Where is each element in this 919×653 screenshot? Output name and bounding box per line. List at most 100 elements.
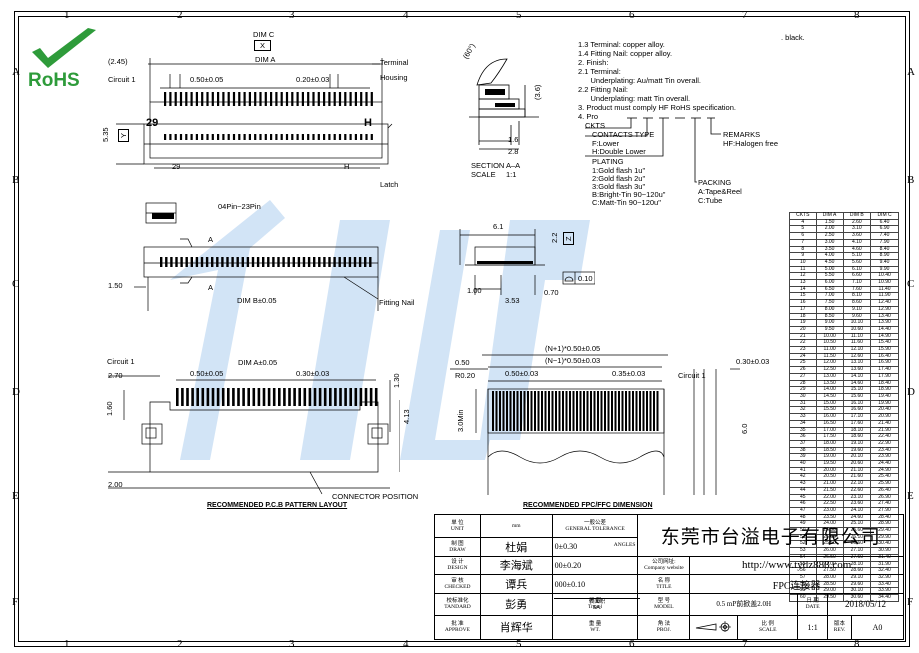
pin-mark	[339, 388, 342, 406]
pin-mark	[186, 388, 189, 406]
pin-mark	[247, 388, 250, 406]
pin-mark	[349, 388, 352, 406]
pcb-dim-413: 4.13	[402, 409, 411, 424]
fpc-length-min: 3.0Min	[456, 409, 465, 432]
side-dim-353: 3.53	[505, 296, 520, 305]
row-letter: B	[12, 174, 20, 186]
pin-29-label: 29	[172, 162, 181, 171]
pin-mark	[333, 134, 336, 140]
design-name: 李海斌	[479, 555, 553, 576]
col-number: 6	[629, 9, 635, 21]
pin-mark	[576, 391, 578, 431]
pin-mark	[264, 92, 267, 106]
pin-mark	[291, 92, 294, 106]
pin-mark	[301, 92, 304, 106]
table-cell: 3.00	[815, 238, 844, 247]
col-number: 5	[516, 9, 522, 21]
pin-mark	[165, 257, 168, 267]
front-view-drawing	[134, 202, 379, 311]
pin-mark	[370, 134, 373, 140]
pin-mark	[211, 92, 214, 106]
pin-mark	[551, 391, 554, 431]
pitch-label: 0.20±0.03	[296, 75, 330, 84]
website-value[interactable]: http://www.tydz888.com	[689, 555, 904, 576]
side-dim-070: 0.70	[544, 288, 559, 297]
pin-mark	[527, 391, 529, 431]
col-number: 4	[403, 638, 409, 650]
pin-mark	[516, 391, 519, 431]
pin-mark	[221, 388, 225, 406]
table-cell: 7	[789, 238, 817, 247]
pin-mark	[572, 391, 575, 431]
pin-mark	[217, 134, 220, 140]
pin-mark	[206, 388, 210, 406]
fpc-caption: RECOMMENDED FPC/FFC DIMENSION	[523, 502, 653, 509]
pin-mark	[354, 134, 357, 140]
pin-mark	[222, 134, 225, 140]
fpc-dim-050: 0.50	[455, 358, 470, 367]
pin-mark	[555, 391, 557, 431]
section-dim-16: 1.6	[508, 135, 519, 144]
projection-symbol	[689, 614, 739, 641]
pin-mark	[211, 388, 215, 406]
pin-mark	[176, 388, 179, 406]
pin-mark	[275, 134, 278, 140]
pin-mark	[344, 388, 347, 406]
drawing-frame	[18, 16, 906, 642]
pin-mark	[179, 92, 183, 106]
pin-mark	[313, 257, 316, 267]
col-number: 6	[629, 638, 635, 650]
svg-text:RoHS: RoHS	[28, 70, 80, 88]
pin-mark	[323, 92, 326, 106]
pcb-dim-270: 2.70	[108, 371, 123, 380]
row-letter: E	[907, 490, 914, 502]
pin-mark	[272, 257, 275, 267]
pin-mark	[164, 92, 167, 106]
pin-count-29: 29	[146, 117, 159, 129]
pin-mark	[222, 92, 225, 106]
fitting-nail-label: Fitting Nail	[379, 298, 415, 307]
pcb-circuit1-label: Circuit 1	[107, 357, 135, 366]
approve-name: 肖辉华	[479, 614, 553, 641]
pin-mark	[270, 92, 273, 106]
pin-mark	[238, 134, 241, 140]
pin-mark	[365, 92, 368, 106]
pin-mark	[285, 134, 289, 140]
dim-150-label: 1.50	[108, 281, 123, 290]
tolerance-00: 00±0.20	[551, 555, 639, 576]
pin-mark	[232, 134, 236, 140]
pin-mark	[509, 391, 512, 431]
pin-mark	[312, 92, 315, 106]
pin-mark	[287, 257, 290, 267]
ref-245-label: (2.45)	[108, 57, 128, 66]
connector-position-label: CONNECTOR POSITION	[332, 492, 419, 501]
table-cell: 21.40	[870, 419, 899, 428]
pin-mark	[257, 388, 261, 406]
datum-y-box: Y	[118, 128, 129, 142]
col-number: 1	[64, 638, 70, 650]
col-number: 7	[742, 638, 748, 650]
pin-mark	[349, 92, 352, 106]
pin-mark	[190, 257, 193, 267]
fpc-pitch-label: 0.35±0.03	[612, 369, 646, 378]
terminal-label: Terminal	[380, 58, 409, 67]
pin-mark	[181, 388, 184, 406]
pcb-dim-200: 2.00	[108, 480, 123, 489]
pin-mark	[174, 134, 177, 140]
pin-mark	[298, 388, 301, 406]
pin-mark	[338, 257, 341, 267]
col-number: 8	[854, 638, 860, 650]
pin-mark	[191, 388, 194, 406]
pin-mark	[185, 92, 188, 106]
fpc-nm1-dim: (N−1)*0.50±0.03	[545, 356, 601, 365]
pcb-caption: RECOMMENDED P.C.B PATTERN LAYOUT	[207, 502, 348, 509]
pin-mark	[360, 134, 363, 140]
pin-mark	[277, 257, 280, 267]
pin-mark	[646, 391, 648, 431]
pcb-dim-160: 1.60	[105, 401, 114, 416]
